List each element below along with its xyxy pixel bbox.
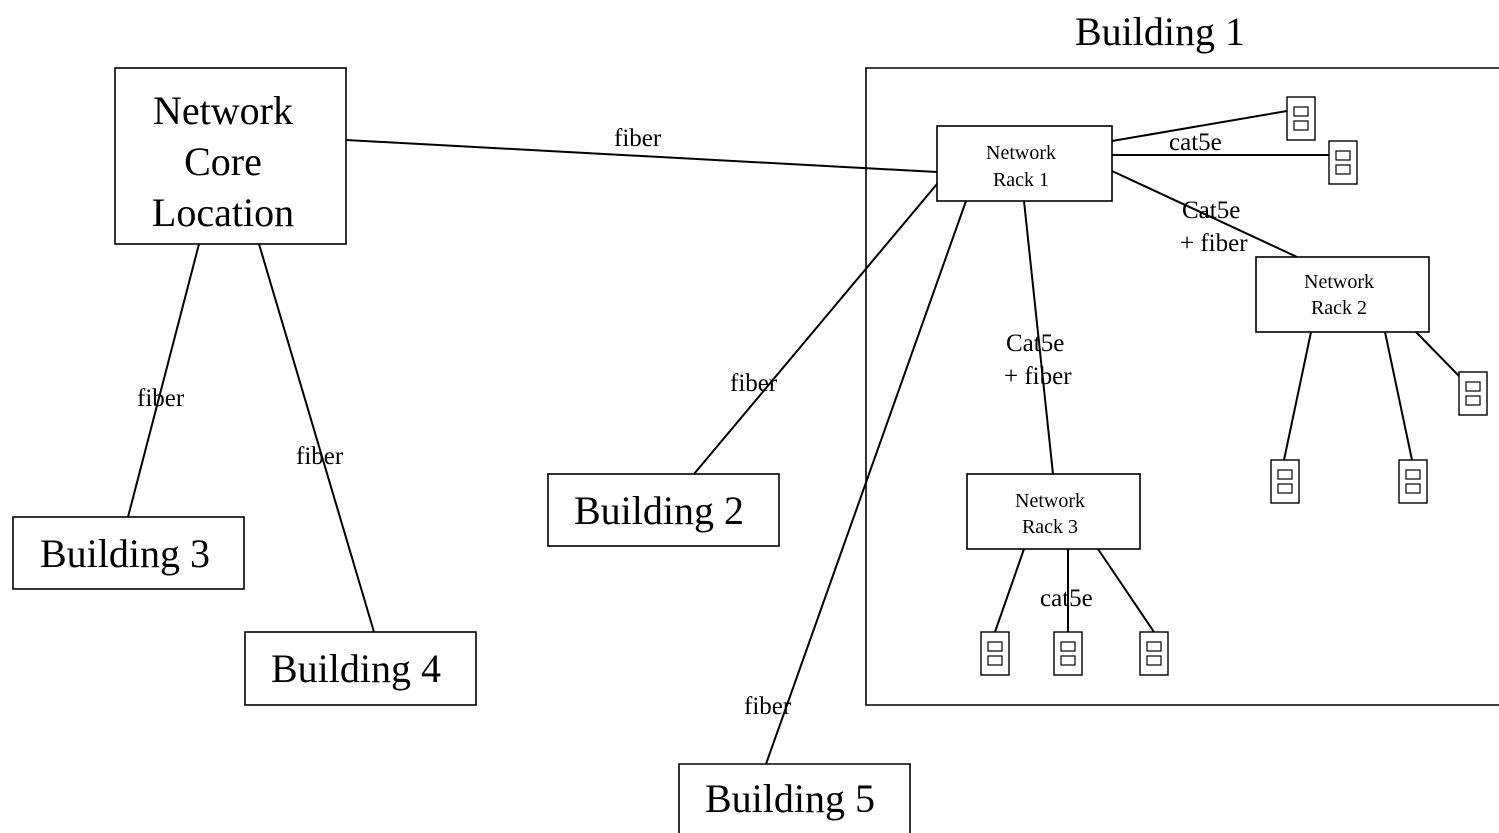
rack1-label-1: Network xyxy=(986,142,1056,164)
link-core-building4 xyxy=(258,243,375,633)
link-rack3-outlet-c xyxy=(1097,548,1155,633)
label-core-rack1: fiber xyxy=(614,125,662,152)
label-rack1-outlet: cat5e xyxy=(1169,129,1222,156)
label-rack1-rack3-line1: Cat5e xyxy=(1006,330,1064,357)
link-rack1-building2 xyxy=(693,183,938,475)
building4-label: Building 4 xyxy=(271,646,441,691)
label-rack1-rack2-line2: + fiber xyxy=(1180,230,1248,257)
outlet-icon xyxy=(1328,140,1358,185)
label-core-building3: fiber xyxy=(137,385,185,412)
link-rack1-building5 xyxy=(765,200,967,765)
outlet-icon xyxy=(1270,459,1300,504)
network-core-label-2: Core xyxy=(184,139,262,184)
rack3-box xyxy=(966,473,1141,550)
link-rack1-rack2 xyxy=(1111,170,1298,258)
building2-label: Building 2 xyxy=(574,488,744,533)
network-core-box xyxy=(114,67,347,245)
link-core-building3 xyxy=(127,243,200,518)
building3-box xyxy=(12,516,245,590)
link-rack2-outlet-c xyxy=(1415,331,1460,377)
rack1-label-2: Rack 1 xyxy=(993,169,1049,191)
outlet-icon xyxy=(980,631,1010,676)
rack1-box xyxy=(936,125,1113,202)
building3-label: Building 3 xyxy=(40,531,210,576)
outlet-icon xyxy=(1458,371,1488,416)
label-rack1-rack2-line1: Cat5e xyxy=(1182,197,1240,224)
label-rack1-building5: fiber xyxy=(744,693,792,720)
outlet-icon xyxy=(1398,459,1428,504)
rack2-label-2: Rack 2 xyxy=(1311,297,1367,319)
label-rack1-rack3-line2: + fiber xyxy=(1004,363,1072,390)
label-rack1-building2: fiber xyxy=(730,370,778,397)
label-rack3-outlet: cat5e xyxy=(1040,585,1093,612)
building1-enclosure xyxy=(865,67,1499,706)
link-rack2-outlet-b xyxy=(1384,331,1413,461)
link-core-rack1 xyxy=(345,139,938,173)
link-rack2-outlet-a xyxy=(1283,331,1312,461)
link-rack3-outlet-a xyxy=(994,548,1025,633)
building1-title: Building 1 xyxy=(1075,9,1245,54)
outlet-icon xyxy=(1139,631,1169,676)
network-core-label-3: Location xyxy=(152,190,294,235)
outlet-icon xyxy=(1053,631,1083,676)
building5-box xyxy=(678,763,911,833)
network-core-label-1: Network xyxy=(153,88,293,133)
building5-label: Building 5 xyxy=(705,776,875,821)
outlet-icon xyxy=(1286,96,1316,141)
building4-box xyxy=(244,631,477,706)
rack2-label-1: Network xyxy=(1304,271,1374,293)
rack3-label-2: Rack 3 xyxy=(1022,516,1078,538)
label-core-building4: fiber xyxy=(296,443,344,470)
rack2-box xyxy=(1255,256,1430,333)
link-rack1-rack3 xyxy=(1023,200,1054,475)
rack3-label-1: Network xyxy=(1015,490,1085,512)
building2-box xyxy=(547,473,780,547)
link-rack1-outlet-a xyxy=(1111,110,1288,142)
